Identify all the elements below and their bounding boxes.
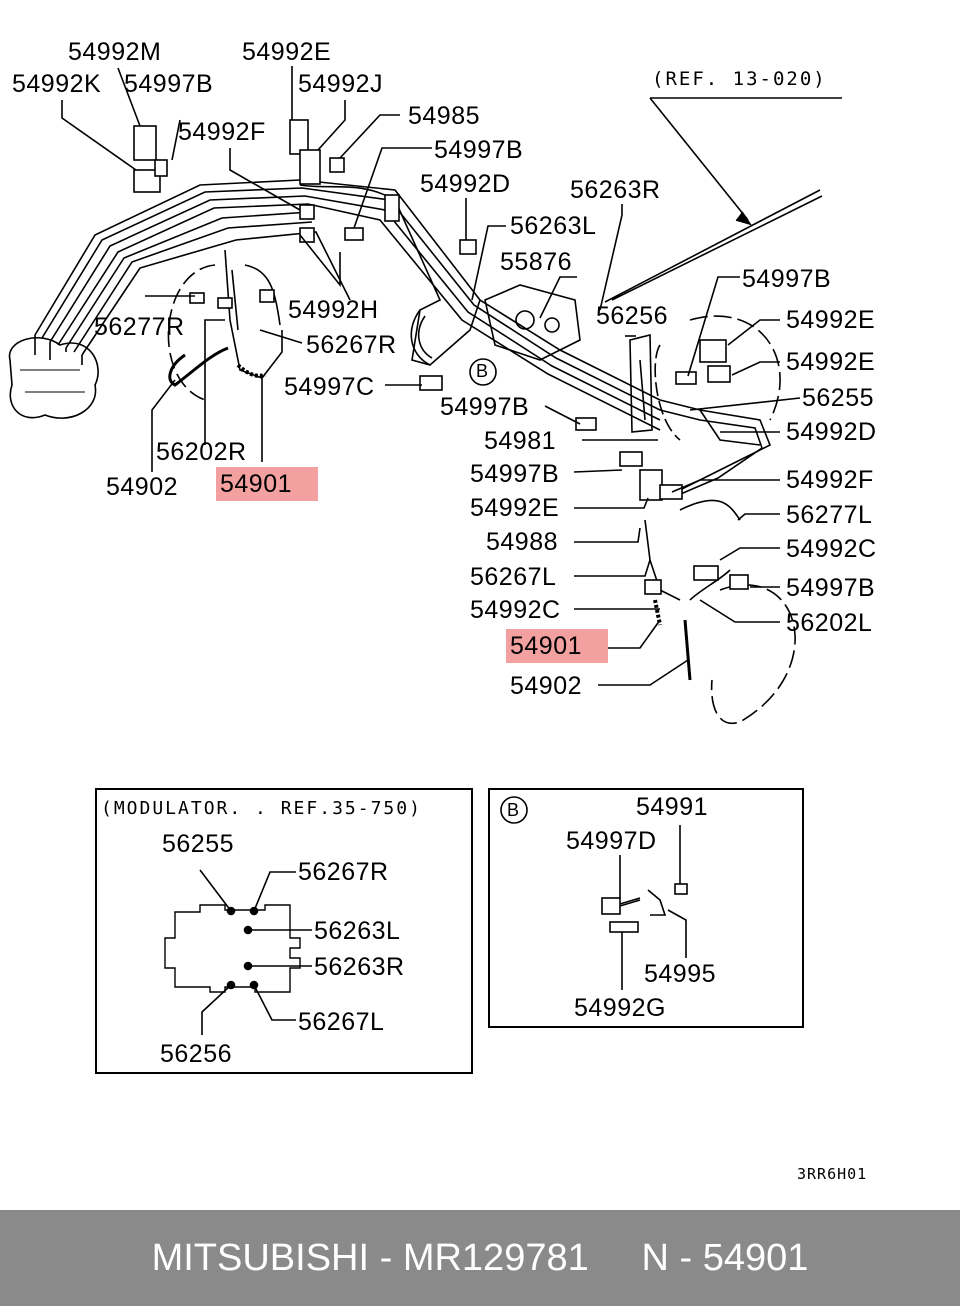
detail-b-inset — [488, 788, 804, 1028]
part-label[interactable]: 56277L — [786, 501, 873, 529]
part-label[interactable]: 56263L — [314, 917, 401, 945]
part-label[interactable]: 54992K — [12, 70, 102, 98]
diagram-code: 3RR6H01 — [797, 1165, 868, 1183]
part-label[interactable]: 54997B — [786, 574, 876, 602]
part-label[interactable]: 54997B — [440, 393, 530, 421]
part-label[interactable]: 54992H — [288, 296, 379, 324]
part-label[interactable]: 54992G — [574, 994, 666, 1022]
part-label[interactable]: 54997B — [742, 265, 832, 293]
detail-b-tag: B — [507, 800, 520, 820]
part-label[interactable]: 54992D — [786, 418, 877, 446]
part-label[interactable]: 56202L — [786, 609, 873, 637]
part-label[interactable]: 54997D — [566, 827, 657, 855]
modulator-inset: (MODULATOR. . REF.35-750) — [95, 788, 473, 1074]
part-label[interactable]: 54985 — [408, 102, 481, 130]
part-label[interactable]: 56263R — [314, 953, 405, 981]
part-label[interactable]: 54992M — [68, 38, 162, 66]
callout-b-label: B — [476, 361, 489, 381]
part-label[interactable]: 55876 — [500, 248, 573, 276]
part-label[interactable]: 54995 — [644, 960, 717, 988]
part-label[interactable]: 54981 — [484, 427, 557, 455]
part-label[interactable]: 54992F — [786, 466, 874, 494]
part-label[interactable]: 56255 — [802, 384, 875, 412]
part-label[interactable]: 56202R — [156, 438, 247, 466]
part-label[interactable]: 54988 — [486, 528, 559, 556]
part-label-highlighted[interactable]: 54901 — [216, 467, 319, 501]
part-label[interactable]: 54902 — [510, 672, 583, 700]
highlight-54901[interactable]: 54901 — [216, 467, 319, 501]
part-label[interactable]: 54997B — [434, 136, 524, 164]
part-label[interactable]: 56255 — [162, 830, 235, 858]
ref-label: (REF. 13-020) — [652, 68, 827, 90]
part-label[interactable]: 54992E — [242, 38, 332, 66]
parts-diagram: 54992M 54992E 54992K 54997B 54992J 54985… — [8, 38, 877, 1183]
highlight-54901[interactable]: 54901 — [506, 629, 609, 663]
part-label[interactable]: 54992F — [178, 118, 266, 146]
part-label[interactable]: 54992C — [470, 596, 561, 624]
part-label[interactable]: 56263R — [570, 176, 661, 204]
part-label-highlighted[interactable]: 54901 — [506, 629, 609, 663]
part-label[interactable]: 56256 — [160, 1040, 233, 1068]
part-label[interactable]: 54992J — [298, 70, 384, 98]
part-label[interactable]: 54992D — [420, 170, 511, 198]
part-label[interactable]: 54991 — [636, 793, 709, 821]
part-label[interactable]: 56277R — [94, 313, 185, 341]
part-label[interactable]: 54902 — [106, 473, 179, 501]
part-label[interactable]: 54992C — [786, 535, 877, 563]
part-label[interactable]: 54997B — [470, 460, 560, 488]
modulator-title: (MODULATOR. . REF.35-750) — [101, 798, 422, 819]
part-label[interactable]: 54997B — [124, 70, 214, 98]
part-label[interactable]: 54992E — [786, 348, 876, 376]
part-label[interactable]: 56267R — [306, 331, 397, 359]
part-label[interactable]: 56267L — [298, 1008, 385, 1036]
footer-text: MITSUBISHI - MR129781 N - 54901 — [151, 1236, 809, 1279]
part-label[interactable]: 54992E — [470, 494, 560, 522]
part-label[interactable]: 56256 — [596, 302, 669, 330]
brake-line-drawing — [8, 66, 842, 1035]
part-label[interactable]: 56263L — [510, 212, 597, 240]
part-label[interactable]: 54992E — [786, 306, 876, 334]
part-label[interactable]: 54997C — [284, 373, 375, 401]
part-label[interactable]: 56267L — [470, 563, 557, 591]
part-label[interactable]: 56267R — [298, 858, 389, 886]
footer-bar: MITSUBISHI - MR129781 N - 54901 — [0, 1210, 960, 1306]
